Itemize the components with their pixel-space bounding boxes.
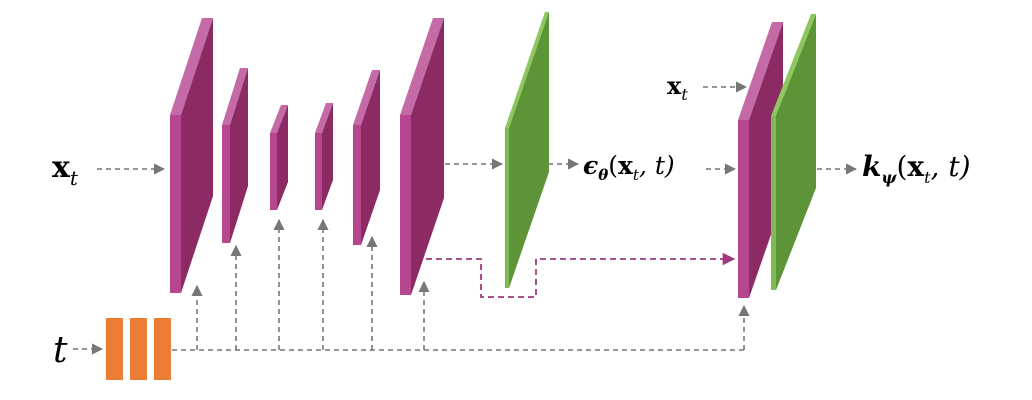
input-x-label: xt (52, 150, 79, 190)
k-output-label: kψ(xt, t) (862, 150, 971, 187)
epsilon-output-layer (505, 12, 549, 288)
time-embedding-block (106, 318, 171, 380)
unet-layer-5 (353, 70, 380, 245)
input-t-label: t (53, 330, 68, 371)
input-x2-label: xt (667, 71, 688, 104)
skip-connection-arrow (426, 252, 736, 298)
unet-layer-2 (222, 68, 248, 243)
flow-arrows (73, 81, 858, 355)
unet-layer-4 (315, 103, 333, 210)
unet-layer-1 (170, 18, 213, 293)
unet-layer-6 (400, 18, 444, 295)
k-network-green-layer (771, 14, 816, 290)
unet-layer-3 (270, 105, 288, 210)
k-network-purple-layer (738, 22, 783, 298)
epsilon-output-label: ϵθ(xt, t) (583, 151, 675, 184)
